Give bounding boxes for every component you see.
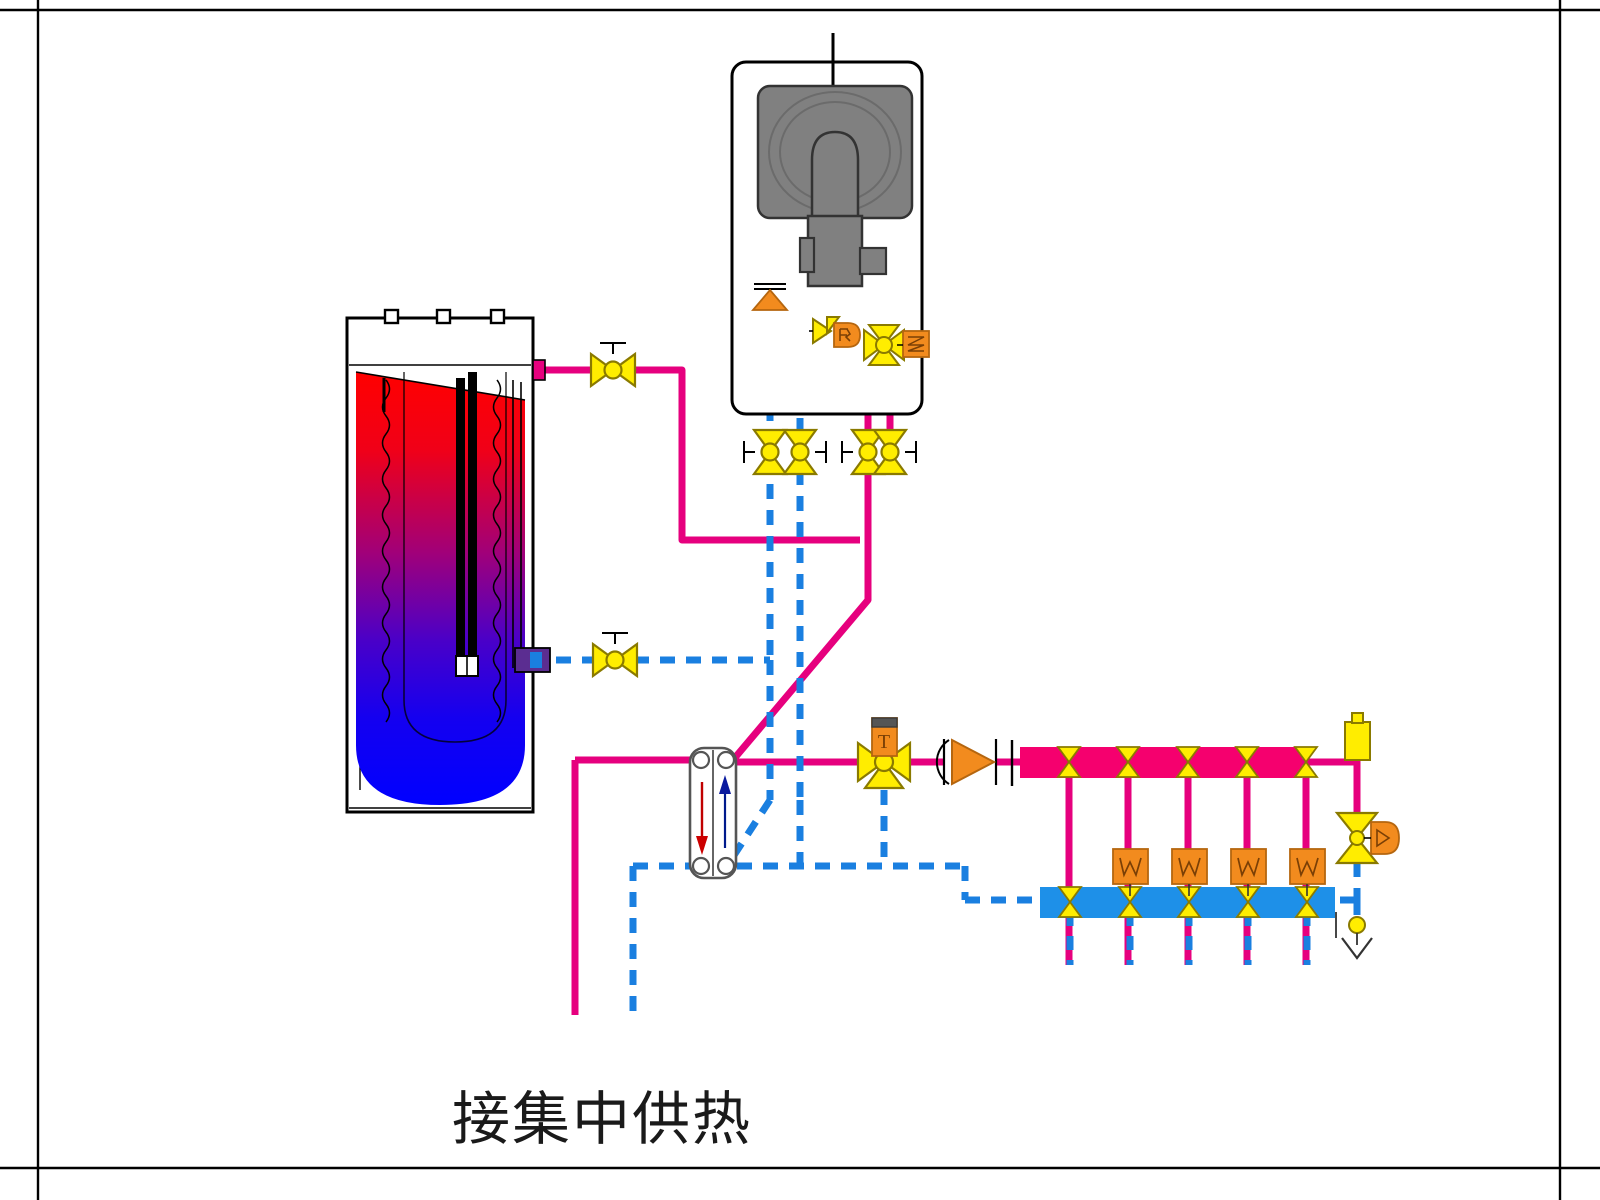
tank-supply-port [532, 359, 546, 381]
storage-tank [345, 308, 551, 814]
hx-cold-arrow-up [719, 775, 731, 848]
pump-symbol-badge [833, 322, 861, 348]
diagram-caption: 接集中供热 [452, 1085, 753, 1153]
plate-heat-exchanger [688, 746, 738, 880]
boiler-circulation-pump [751, 283, 789, 311]
drain-fill-valve [1335, 912, 1366, 945]
tank-return-gate-valve [591, 632, 639, 678]
thermal-actuator [1230, 848, 1267, 896]
isolation-valve-group-return [743, 428, 827, 476]
boiler-valve-actuator [897, 330, 930, 358]
thermal-actuators [1112, 848, 1326, 896]
boiler-mixing-valve [863, 324, 905, 366]
return-manifold [1040, 886, 1335, 918]
thermal-actuator [1171, 848, 1208, 896]
supply-pipe-network [540, 366, 1361, 1015]
thermal-actuator [1112, 848, 1149, 896]
tank-top-ports [383, 308, 506, 325]
thermostat-actuator: T [871, 717, 898, 757]
manifold-return-circuits [1066, 912, 1311, 965]
tank-supply-gate-valve [589, 342, 637, 388]
automatic-air-vent [1344, 712, 1371, 761]
bypass-control-valve [1334, 811, 1380, 865]
boiler-check-valve [809, 316, 841, 345]
tank-return-port [514, 647, 551, 673]
hx-hot-arrow-down [696, 782, 708, 855]
combustion-chamber [756, 84, 914, 220]
supply-manifold [1020, 746, 1318, 778]
return-pipe-network [530, 340, 1361, 1015]
immersion-heater [455, 372, 479, 677]
burner-fan-assembly [798, 214, 888, 288]
bypass-valve-actuator [1364, 821, 1400, 855]
svg-text:T: T [878, 731, 890, 753]
y-strainer-icon [1341, 937, 1373, 960]
isolation-valve-group-supply [841, 428, 917, 476]
system-circulation-pump [935, 738, 998, 786]
thermal-actuator [1289, 848, 1326, 896]
